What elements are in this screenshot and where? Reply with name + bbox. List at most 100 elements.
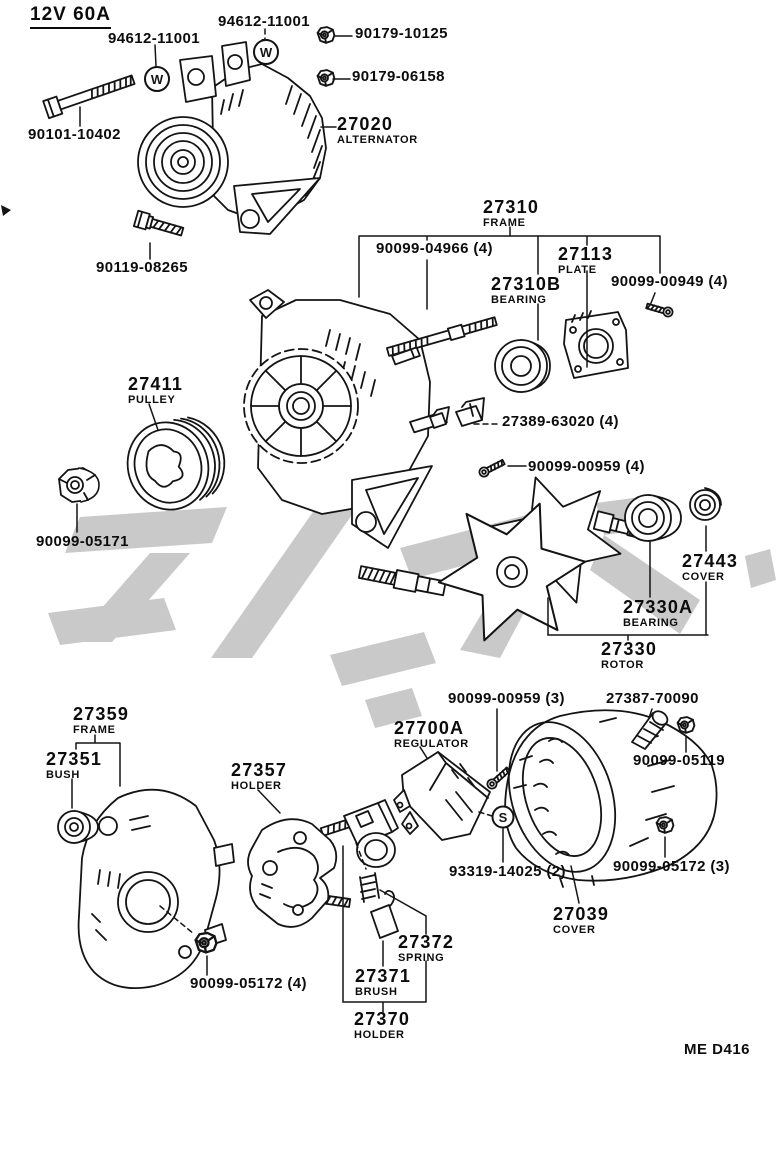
bush-drawing: [57, 810, 99, 844]
diagram-code: ME D416: [684, 1041, 751, 1058]
svg-text:W: W: [260, 45, 273, 60]
part-label-90099-00959-x3: 90099-00959 (3): [448, 691, 565, 707]
insulator-drawing: [631, 710, 669, 750]
retainer-plate-drawing: [563, 310, 629, 379]
part-label-94612-11001-a: 94612-11001: [108, 31, 200, 47]
pulley-nut-drawing: [58, 467, 100, 503]
part-number: 27330A: [623, 597, 694, 617]
part-number: 27113: [558, 244, 614, 264]
part-desc: BRUSH: [355, 985, 398, 998]
part-label-27389-63020: 27389-63020 (4): [502, 414, 619, 430]
watermark: [48, 496, 776, 728]
part-number: 27330: [601, 639, 658, 659]
nut-05119-drawing: [676, 716, 696, 734]
part-number: 90101-10402: [28, 126, 121, 143]
part-number: 27357: [231, 760, 288, 780]
part-number: 90099-05172 (3): [613, 858, 730, 875]
part-number: 27372: [398, 932, 455, 952]
part-number: 27359: [73, 704, 130, 724]
part-label-27387-70090: 27387-70090: [606, 691, 699, 707]
brush-holder-27357-drawing: [247, 817, 355, 928]
part-desc: FRAME: [73, 723, 116, 736]
part-desc: ALTERNATOR: [337, 133, 418, 146]
part-number: 27039: [553, 904, 610, 924]
screw-00949-drawing: [644, 300, 675, 319]
part-label-90099-05172-x4: 90099-05172 (4): [190, 976, 307, 992]
part-label-90099-00959-x4: 90099-00959 (4): [528, 459, 645, 475]
s-marker-icon: S: [491, 805, 515, 829]
part-number: 90099-00959 (3): [448, 690, 565, 707]
regulator-drawing: [393, 751, 491, 841]
part-label-90099-05171: 90099-05171: [36, 534, 129, 550]
part-label-90119-08265: 90119-08265: [96, 260, 188, 276]
svg-text:W: W: [151, 72, 164, 87]
part-number: 27411: [128, 374, 184, 394]
part-number: 27371: [355, 966, 412, 986]
part-number: 94612-11001: [108, 30, 200, 47]
part-desc: BEARING: [623, 616, 679, 629]
mount-bolt-drawing: [42, 74, 136, 120]
part-label-90099-00949: 90099-00949 (4): [611, 274, 728, 290]
part-number: 90119-08265: [96, 259, 188, 276]
part-number: 90179-10125: [355, 25, 448, 42]
part-label-93319-14025: 93319-14025 (2): [449, 864, 566, 880]
part-number: 27310B: [491, 274, 562, 294]
svg-text:S: S: [499, 810, 508, 825]
part-label-90099-05119: 90099-05119: [633, 753, 725, 769]
part-label-90179-06158: 90179-06158: [352, 69, 445, 85]
part-number: 90179-06158: [352, 68, 445, 85]
adjust-bolt-drawing: [132, 209, 185, 237]
part-number: 27387-70090: [606, 690, 699, 707]
page-arrow-icon: [1, 205, 11, 216]
part-desc: PULLEY: [128, 393, 176, 406]
part-desc: HOLDER: [354, 1028, 405, 1041]
bearing-27310b-drawing: [494, 339, 551, 393]
part-desc: COVER: [553, 923, 596, 936]
part-number: 94612-11001: [218, 13, 310, 30]
part-desc: ROTOR: [601, 658, 645, 671]
part-desc: COVER: [682, 570, 725, 583]
part-desc: FRAME: [483, 216, 526, 229]
nut-05172x3-drawing: [655, 816, 675, 834]
nut-10125-drawing: [316, 26, 336, 44]
pulley-drawing: [126, 416, 226, 511]
part-number: 93319-14025 (2): [449, 863, 566, 880]
part-number: 90099-05172 (4): [190, 975, 307, 992]
part-label-90099-04966: 90099-04966 (4): [376, 241, 493, 257]
alternator-assembly-drawing: [137, 41, 327, 235]
bearing-27330a-drawing: [624, 494, 682, 542]
part-number: 27443: [682, 551, 739, 571]
cover-27443-drawing: [689, 487, 722, 521]
part-number: 90099-05171: [36, 533, 129, 550]
nut-05172x4-drawing: [194, 931, 218, 954]
part-desc: HOLDER: [231, 779, 282, 792]
part-number: 27020: [337, 114, 394, 134]
brush-drawing: [370, 889, 399, 939]
screw-00959x4-drawing: [476, 457, 507, 480]
part-desc: BUSH: [46, 768, 80, 781]
part-number: 90099-00949 (4): [611, 273, 728, 290]
part-label-90101-10402: 90101-10402: [28, 127, 121, 143]
part-number: 27700A: [394, 718, 465, 738]
part-number: 27351: [46, 749, 103, 769]
part-number: 90099-05119: [633, 752, 725, 769]
part-desc: PLATE: [558, 263, 597, 276]
part-desc: REGULATOR: [394, 737, 469, 750]
part-number: 27310: [483, 197, 540, 217]
